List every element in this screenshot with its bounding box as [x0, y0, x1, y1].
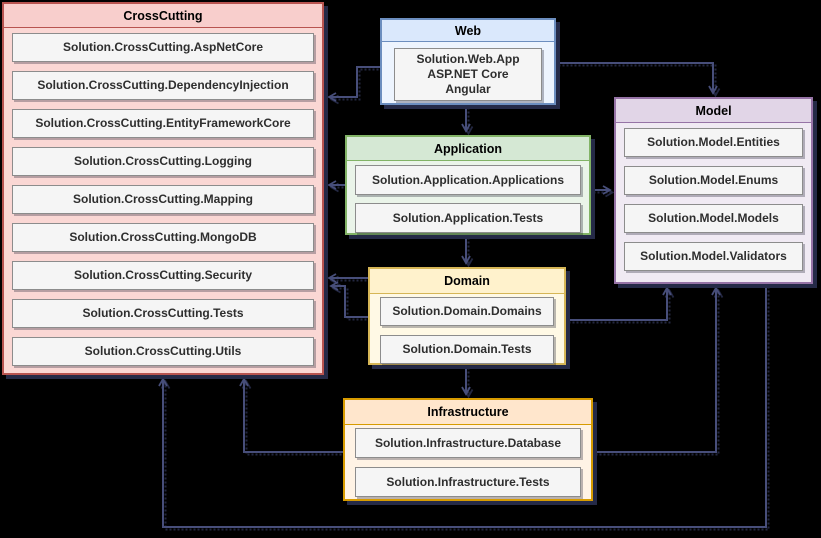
project-crosscutting-entityframeworkcore: Solution.CrossCutting.EntityFrameworkCor…	[12, 109, 314, 138]
edge-web-model	[556, 62, 718, 95]
project-crosscutting-utils: Solution.CrossCutting.Utils	[12, 337, 314, 366]
group-infrastructure: Infrastructure Solution.Infrastructure.D…	[343, 398, 593, 501]
project-model-models: Solution.Model.Models	[624, 204, 803, 233]
project-crosscutting-security: Solution.CrossCutting.Security	[12, 261, 314, 290]
project-infrastructure-tests: Solution.Infrastructure.Tests	[355, 467, 581, 497]
group-model-body: Solution.Model.Entities Solution.Model.E…	[616, 123, 811, 276]
project-crosscutting-mapping: Solution.CrossCutting.Mapping	[12, 185, 314, 214]
group-application-body: Solution.Application.Applications Soluti…	[347, 161, 589, 237]
group-web-title: Web	[382, 20, 554, 42]
edge-web-crosscutting	[327, 66, 380, 102]
group-crosscutting-body: Solution.CrossCutting.AspNetCore Solutio…	[4, 28, 322, 371]
project-crosscutting-tests: Solution.CrossCutting.Tests	[12, 299, 314, 328]
project-infrastructure-database: Solution.Infrastructure.Database	[355, 428, 581, 458]
edge-infrastructure-crosscutting	[239, 377, 343, 453]
edge-infrastructure-model	[593, 286, 721, 453]
group-web: Web Solution.Web.App ASP.NET Core Angula…	[380, 18, 556, 105]
group-domain: Domain Solution.Domain.Domains Solution.…	[368, 267, 566, 365]
edge-shadows	[160, 64, 770, 531]
project-application-tests: Solution.Application.Tests	[355, 203, 581, 233]
project-crosscutting-dependencyinjection: Solution.CrossCutting.DependencyInjectio…	[12, 71, 314, 100]
project-domain-tests: Solution.Domain.Tests	[380, 335, 554, 364]
group-application-title: Application	[347, 137, 589, 161]
group-infrastructure-body: Solution.Infrastructure.Database Solutio…	[345, 425, 591, 500]
project-model-enums: Solution.Model.Enums	[624, 166, 803, 195]
group-model: Model Solution.Model.Entities Solution.M…	[614, 97, 813, 284]
project-domain-domains: Solution.Domain.Domains	[380, 297, 554, 326]
group-application: Application Solution.Application.Applica…	[345, 135, 591, 235]
group-domain-title: Domain	[370, 269, 564, 294]
project-crosscutting-mongodb: Solution.CrossCutting.MongoDB	[12, 223, 314, 252]
edge-domain-model	[566, 286, 672, 321]
group-domain-body: Solution.Domain.Domains Solution.Domain.…	[370, 294, 564, 367]
project-model-entities: Solution.Model.Entities	[624, 128, 803, 157]
project-application-applications: Solution.Application.Applications	[355, 165, 581, 195]
group-infrastructure-title: Infrastructure	[345, 400, 591, 425]
group-crosscutting: CrossCutting Solution.CrossCutting.AspNe…	[2, 2, 324, 375]
group-web-body: Solution.Web.App ASP.NET Core Angular	[382, 42, 554, 107]
project-web-app: Solution.Web.App ASP.NET Core Angular	[394, 48, 542, 101]
edge-domain-crosscutting-2	[329, 281, 368, 318]
group-model-title: Model	[616, 99, 811, 123]
group-crosscutting-title: CrossCutting	[4, 4, 322, 28]
project-crosscutting-aspnetcore: Solution.CrossCutting.AspNetCore	[12, 33, 314, 62]
project-crosscutting-logging: Solution.CrossCutting.Logging	[12, 147, 314, 176]
edge-model-crosscutting	[158, 284, 767, 528]
project-model-validators: Solution.Model.Validators	[624, 242, 803, 271]
